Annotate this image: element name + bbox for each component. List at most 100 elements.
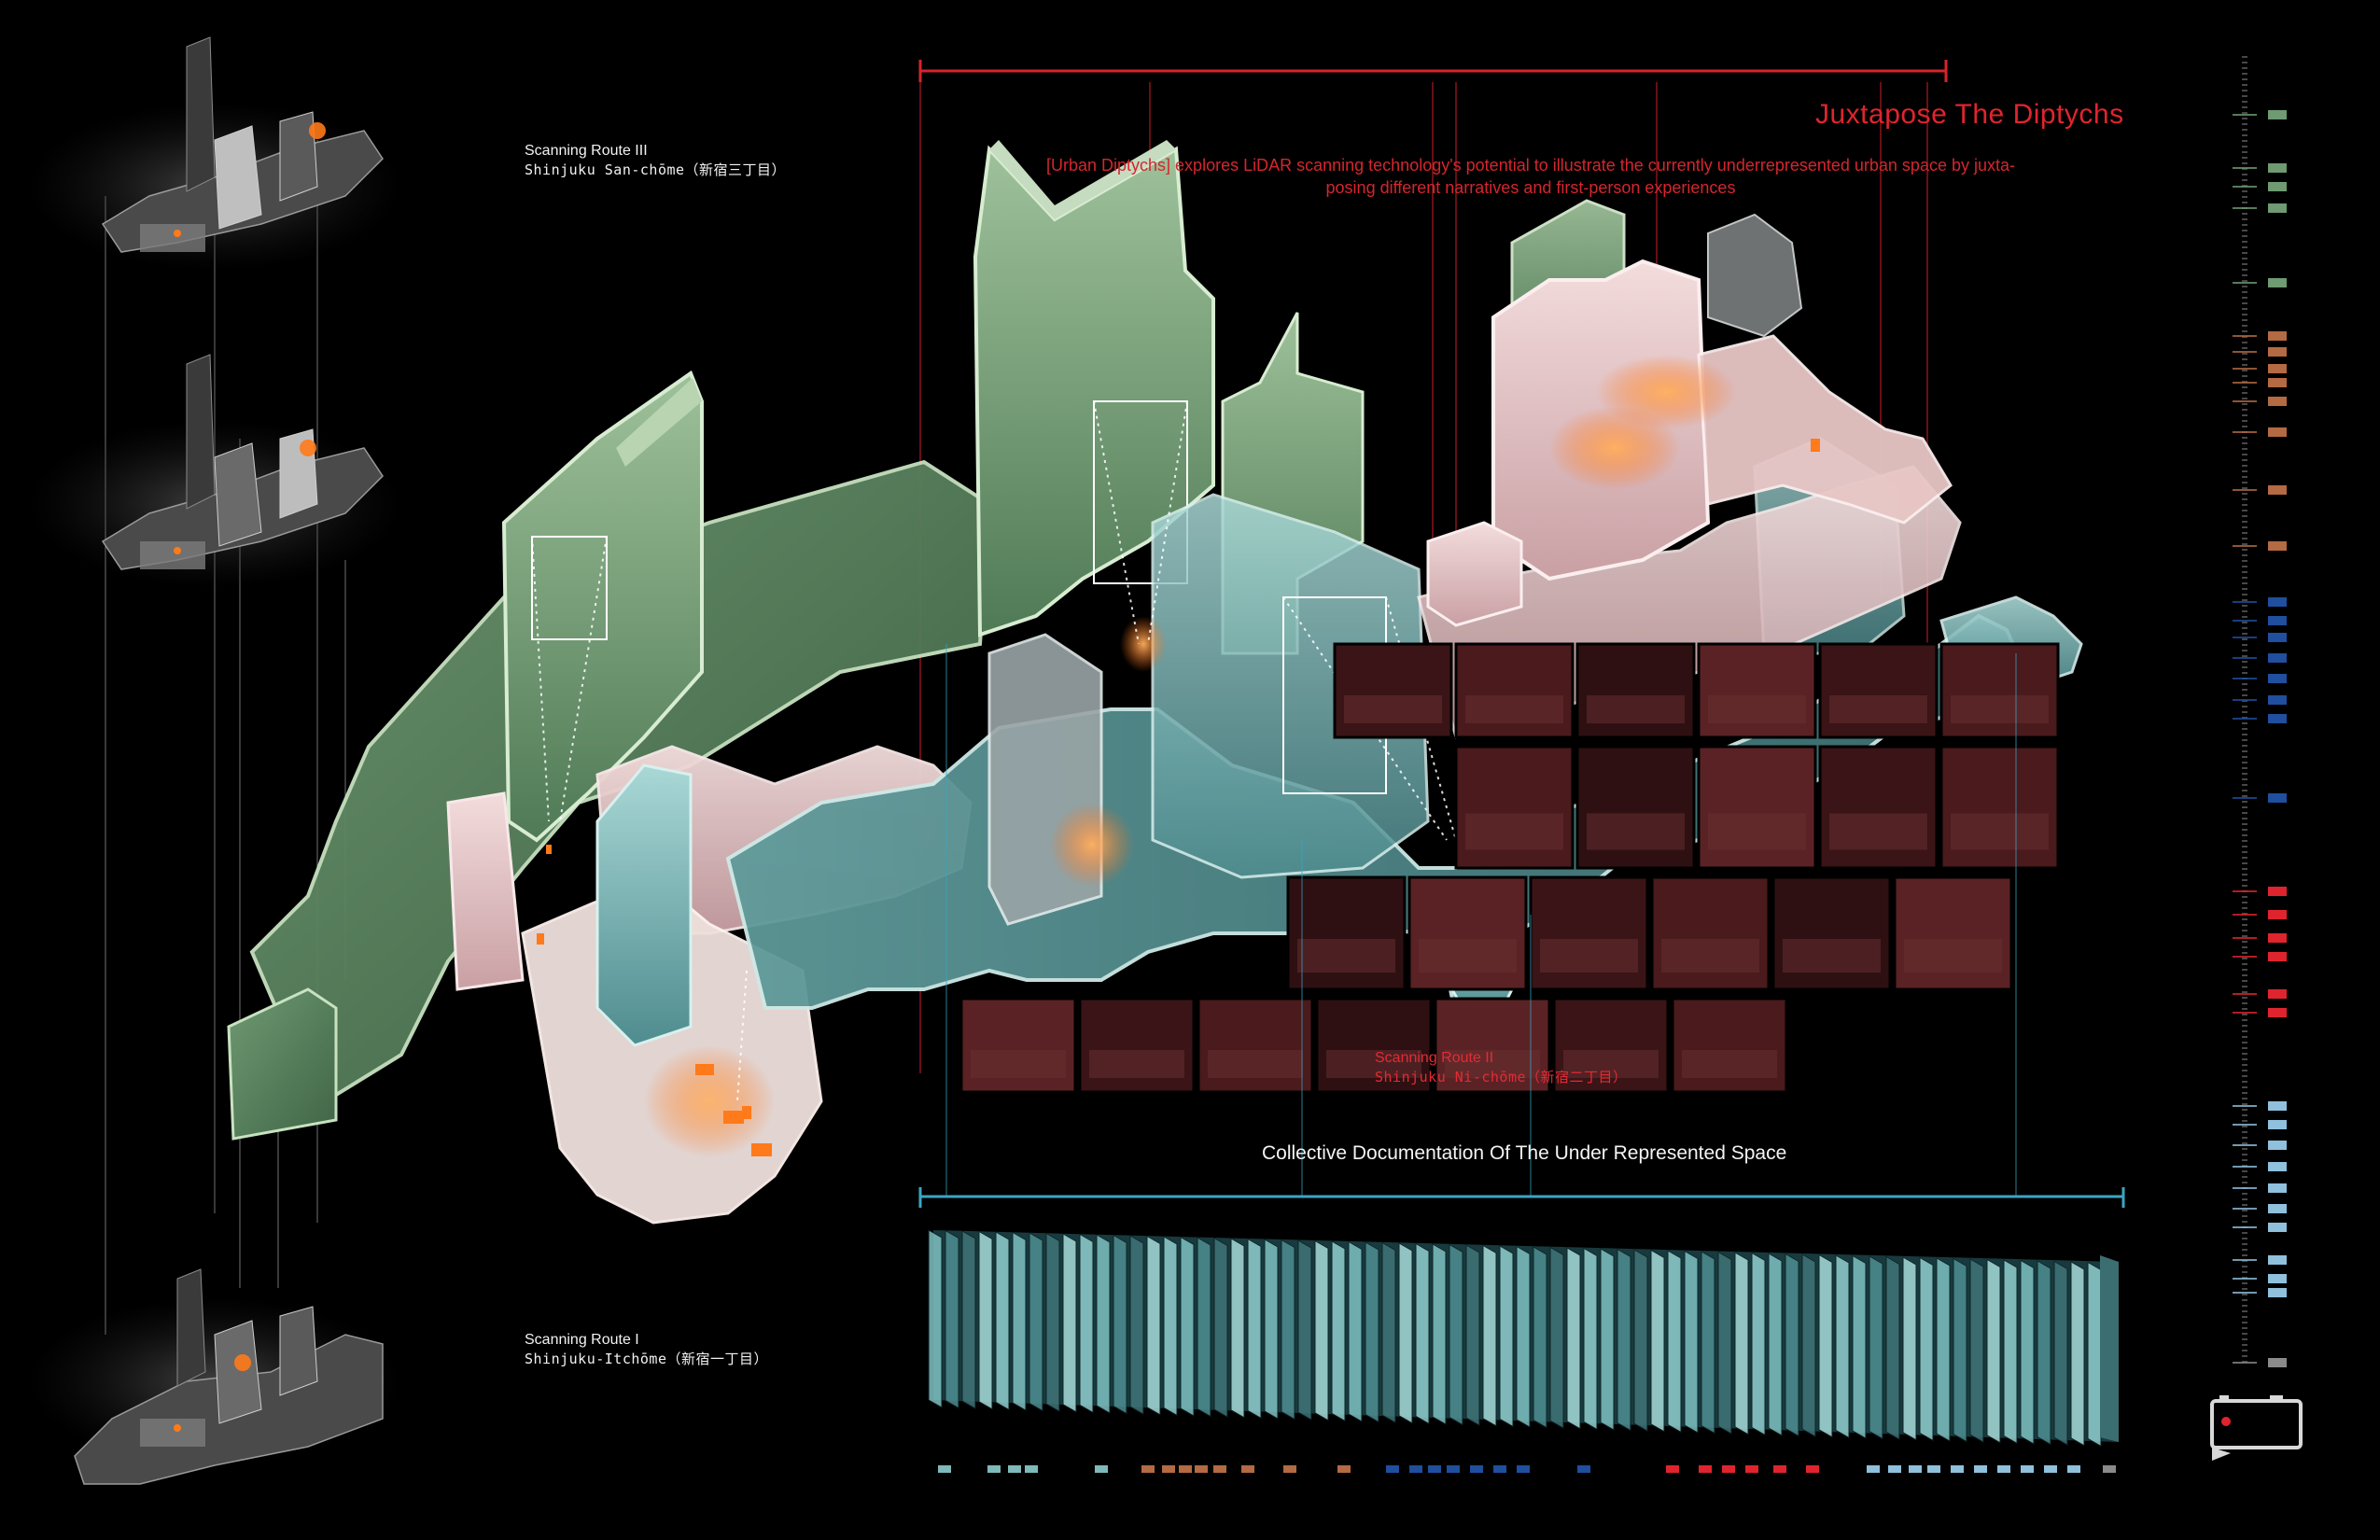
strip-frame xyxy=(1516,1245,1531,1428)
legend-mark xyxy=(2268,1162,2287,1171)
strip-frame xyxy=(1213,1237,1228,1419)
legend-mark xyxy=(2268,541,2287,551)
color-key-mark xyxy=(1337,1465,1351,1473)
description-line-2: posing different narratives and first-pe… xyxy=(1325,178,1736,197)
legend-mark xyxy=(2268,397,2287,406)
strip-frame xyxy=(1079,1233,1094,1414)
legend-mark xyxy=(2268,1223,2287,1232)
color-key-mark xyxy=(1699,1465,1712,1473)
strip-frame xyxy=(1667,1250,1682,1434)
strip-frame xyxy=(1869,1255,1883,1440)
strip-frame xyxy=(1600,1248,1615,1431)
strip-frame xyxy=(1398,1242,1413,1424)
color-key-mark xyxy=(1409,1465,1422,1473)
strip-frame xyxy=(1029,1232,1043,1412)
color-key-mark xyxy=(1577,1465,1590,1473)
legend-mark xyxy=(2268,714,2287,723)
strip-frame xyxy=(1499,1245,1514,1428)
strip-frame xyxy=(1549,1246,1564,1430)
legend-mark xyxy=(2268,182,2287,191)
strip-frame xyxy=(1785,1253,1799,1437)
photo-grid xyxy=(959,642,2060,1094)
color-key-mark xyxy=(1888,1465,1901,1473)
strip-frame xyxy=(995,1231,1010,1411)
legend-mark xyxy=(2268,427,2287,437)
sight-lines xyxy=(531,400,1457,1102)
strip-frame xyxy=(1617,1248,1631,1432)
strip-frame xyxy=(2087,1261,2102,1448)
strip-frame xyxy=(1432,1243,1447,1425)
legend-mark xyxy=(2268,1274,2287,1283)
strip-frame xyxy=(1986,1258,2001,1444)
color-key-mark xyxy=(1386,1465,1399,1473)
strip-frame xyxy=(1281,1239,1295,1421)
strip-frame xyxy=(1113,1234,1127,1415)
route-iii-title: Scanning Route III xyxy=(525,143,648,159)
color-key-mark xyxy=(1447,1465,1460,1473)
strip-frame xyxy=(1247,1238,1262,1420)
collective-documentation-label: Collective Documentation Of The Under Re… xyxy=(1262,1142,1787,1164)
strip-frame xyxy=(978,1230,993,1410)
strip-frame xyxy=(1365,1241,1379,1423)
color-key-mark xyxy=(1095,1465,1108,1473)
color-key-mark xyxy=(2067,1465,2080,1473)
color-key-mark xyxy=(1428,1465,1441,1473)
strip-frame xyxy=(1348,1240,1363,1422)
color-key-mark xyxy=(1722,1465,1735,1473)
strip-frame xyxy=(1633,1249,1648,1433)
strip-frame xyxy=(1953,1257,1967,1443)
legend-mark xyxy=(2268,364,2287,373)
legend-mark xyxy=(2268,695,2287,705)
route-label-i: Scanning Route I Shinjuku-Itchōme（新宿一丁目） xyxy=(525,1332,768,1368)
strip-frame xyxy=(1314,1239,1329,1421)
color-key-mark xyxy=(1867,1465,1880,1473)
route-label-ii: Scanning Route II Shinjuku Ni-chōme（新宿二丁… xyxy=(1375,1050,1628,1086)
legend-mark xyxy=(2268,1255,2287,1265)
strip-frame xyxy=(1969,1258,1984,1444)
color-key-mark xyxy=(1241,1465,1254,1473)
strip-frame xyxy=(1045,1232,1060,1413)
color-key-mark xyxy=(1195,1465,1208,1473)
strip-frame xyxy=(1835,1254,1850,1439)
strip-frame xyxy=(1381,1241,1396,1424)
legend-mark xyxy=(2268,378,2287,387)
legend-mark xyxy=(2268,933,2287,943)
strip-frame xyxy=(1717,1251,1732,1435)
color-key-mark xyxy=(1213,1465,1226,1473)
route-thumbnails xyxy=(28,36,401,1485)
legend-mark xyxy=(2268,203,2287,213)
strip-frame xyxy=(1180,1236,1195,1417)
legend-mark xyxy=(2268,1204,2287,1213)
legend-mark xyxy=(2268,1288,2287,1297)
strip-frame xyxy=(1684,1250,1699,1434)
strip-frame xyxy=(1297,1239,1312,1421)
legend-mark xyxy=(2268,952,2287,961)
legend-mark xyxy=(2268,653,2287,663)
strip-frame xyxy=(1449,1243,1463,1426)
thumbnail-route-iii xyxy=(28,36,401,271)
strip-frame xyxy=(1331,1240,1346,1422)
route-ii-subtitle: Shinjuku Ni-chōme（新宿二丁目） xyxy=(1375,1069,1628,1085)
project-description: [Urban Diptychs] explores LiDAR scanning… xyxy=(933,154,2128,199)
color-key-mark xyxy=(1773,1465,1786,1473)
color-key-mark xyxy=(2021,1465,2034,1473)
legend-mark xyxy=(2268,485,2287,495)
legend-mark xyxy=(2268,616,2287,625)
legend-mark xyxy=(2268,887,2287,896)
color-key-mark xyxy=(1025,1465,1038,1473)
route-i-subtitle: Shinjuku-Itchōme（新宿一丁目） xyxy=(525,1351,768,1367)
legend-mark xyxy=(2268,597,2287,607)
strip-frame xyxy=(1012,1231,1027,1411)
thumbnail-route-i xyxy=(28,1268,401,1485)
color-key-mark xyxy=(1909,1465,1922,1473)
color-key-mark xyxy=(1283,1465,1296,1473)
color-key-mark xyxy=(987,1465,1001,1473)
color-key-mark xyxy=(1745,1465,1758,1473)
strip-frame xyxy=(1801,1253,1816,1438)
color-key-mark xyxy=(1141,1465,1155,1473)
route-guide-lines xyxy=(105,140,346,1335)
legend-mark xyxy=(2268,1008,2287,1017)
color-key-mark xyxy=(2044,1465,2057,1473)
legend-mark xyxy=(2268,1183,2287,1193)
